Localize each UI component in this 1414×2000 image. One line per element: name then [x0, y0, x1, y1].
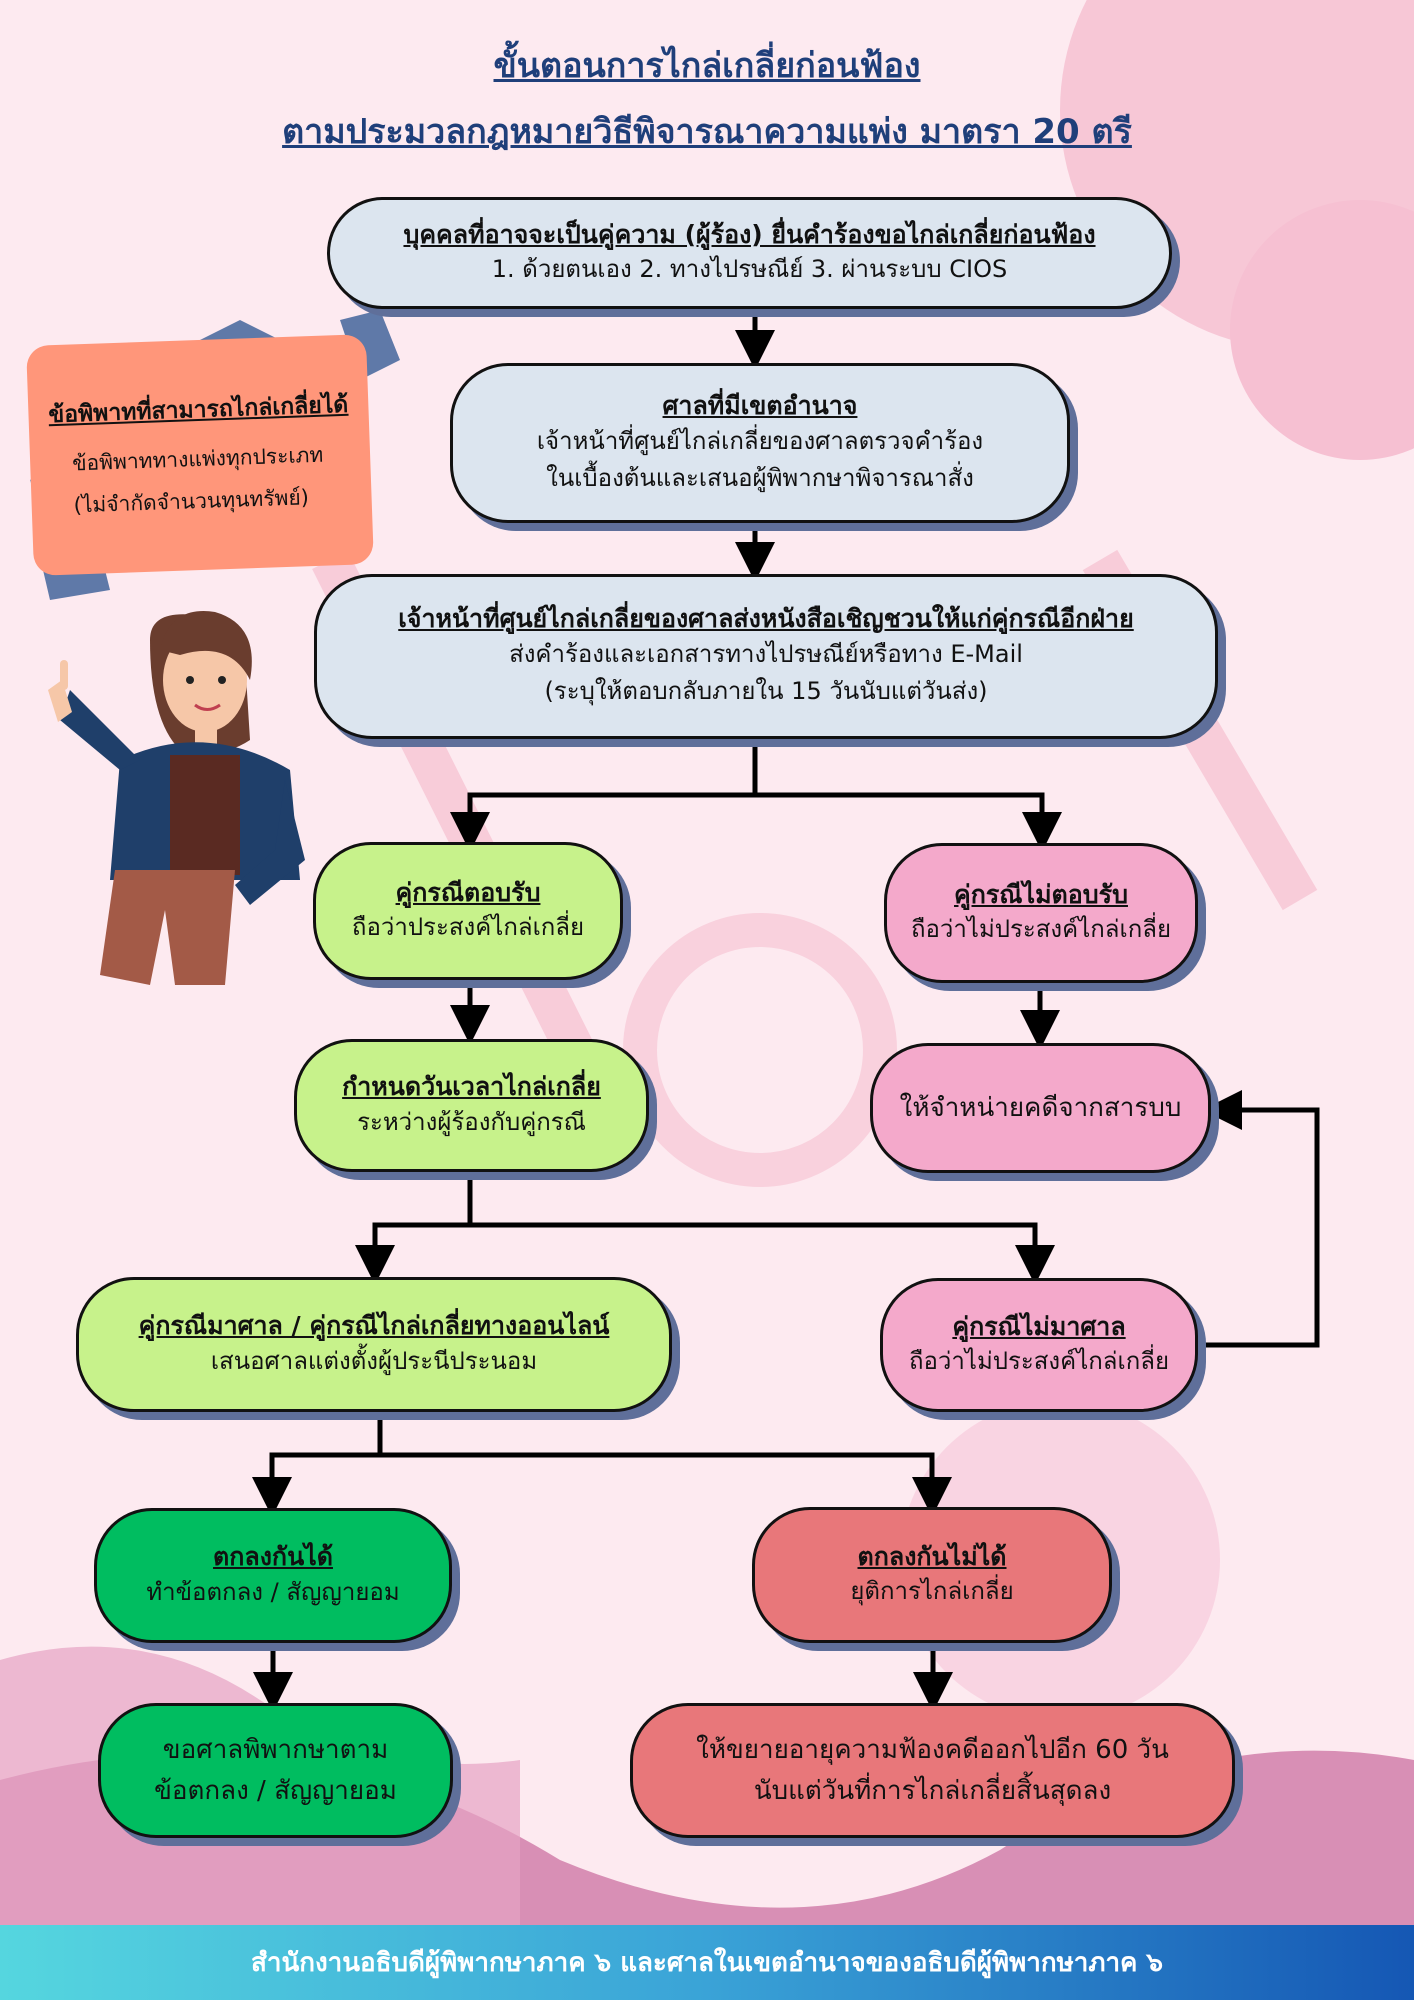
node-request-judgment: ขอศาลพิพากษาตาม ข้อตกลง / สัญญายอม [98, 1703, 453, 1838]
node-agreement-reached-text: ทำข้อตกลง / สัญญายอม [146, 1577, 400, 1606]
node-extend-limitation-text-1: ให้ขยายอายุความฟ้องคดีออกไปอีก 60 วัน [696, 1735, 1169, 1766]
node-strike-case-text: ให้จำหน่ายคดีจากสารบบ [899, 1092, 1182, 1123]
title-line-1: ขั้นตอนการไกล่เกลี่ยก่อนฟ้อง [493, 46, 921, 86]
node-send-invitation-text-2: (ระบุให้ตอบกลับภายใน 15 วันนับแต่วันส่ง) [544, 677, 988, 706]
node-party-accepts: คู่กรณีตอบรับ ถือว่าประสงค์ไกล่เกลี่ย [313, 842, 623, 980]
node-competent-court: ศาลที่มีเขตอำนาจ เจ้าหน้าที่ศูนย์ไกล่เกล… [450, 363, 1070, 523]
node-strike-case: ให้จำหน่ายคดีจากสารบบ [870, 1043, 1211, 1173]
node-no-agreement: ตกลงกันไม่ได้ ยุติการไกล่เกลี่ย [752, 1507, 1112, 1643]
node-party-absent-text: ถือว่าไม่ประสงค์ไกล่เกลี่ย [908, 1347, 1170, 1376]
node-party-attends-heading: คู่กรณีมาศาล / คู่กรณีไกล่เกลี่ยทางออนไล… [138, 1311, 610, 1341]
node-schedule-mediation: กำหนดวันเวลาไกล่เกลี่ย ระหว่างผู้ร้องกับ… [294, 1039, 649, 1172]
title-line-2: ตามประมวลกฎหมายวิธีพิจารณาความแพ่ง มาตรา… [282, 112, 1132, 152]
node-send-invitation-text-1: ส่งคำร้องและเอกสารทางไปรษณีย์หรือทาง E-M… [509, 640, 1023, 669]
node-competent-court-text-2: ในเบื้องต้นและเสนอผู้พิพากษาพิจารณาสั่ง [546, 463, 974, 492]
node-send-invitation: เจ้าหน้าที่ศูนย์ไกล่เกลี่ยของศาลส่งหนังส… [314, 574, 1218, 739]
node-send-invitation-heading: เจ้าหน้าที่ศูนย์ไกล่เกลี่ยของศาลส่งหนังส… [398, 604, 1134, 634]
node-schedule-mediation-text: ระหว่างผู้ร้องกับคู่กรณี [357, 1107, 586, 1136]
node-submit-request-heading: บุคคลที่อาจจะเป็นคู่ความ (ผู้ร้อง) ยื่นค… [403, 219, 1096, 249]
node-party-absent: คู่กรณีไม่มาศาล ถือว่าไม่ประสงค์ไกล่เกลี… [880, 1278, 1198, 1412]
node-submit-request-text: 1. ด้วยตนเอง 2. ทางไปรษณีย์ 3. ผ่านระบบ … [491, 255, 1008, 284]
node-request-judgment-text-2: ข้อตกลง / สัญญายอม [154, 1775, 397, 1806]
node-party-absent-heading: คู่กรณีไม่มาศาล [952, 1311, 1126, 1341]
node-party-declines-text: ถือว่าไม่ประสงค์ไกล่เกลี่ย [910, 915, 1172, 944]
node-schedule-mediation-heading: กำหนดวันเวลาไกล่เกลี่ย [342, 1072, 601, 1102]
node-party-attends-text: เสนอศาลแต่งตั้งผู้ประนีประนอม [210, 1346, 538, 1375]
node-party-attends: คู่กรณีมาศาล / คู่กรณีไกล่เกลี่ยทางออนไล… [76, 1277, 672, 1412]
node-no-agreement-heading: ตกลงกันไม่ได้ [857, 1541, 1007, 1571]
node-agreement-reached: ตกลงกันได้ ทำข้อตกลง / สัญญายอม [94, 1508, 452, 1643]
node-party-accepts-text: ถือว่าประสงค์ไกล่เกลี่ย [351, 913, 585, 942]
node-agreement-reached-heading: ตกลงกันได้ [213, 1542, 333, 1572]
node-extend-limitation-text-2: นับแต่วันที่การไกล่เกลี่ยสิ้นสุดลง [753, 1775, 1112, 1806]
footer-banner: สำนักงานอธิบดีผู้พิพากษาภาค ๖ และศาลในเข… [0, 1925, 1414, 2000]
node-party-accepts-heading: คู่กรณีตอบรับ [395, 877, 541, 907]
node-no-agreement-text: ยุติการไกล่เกลี่ย [850, 1577, 1014, 1606]
node-submit-request: บุคคลที่อาจจะเป็นคู่ความ (ผู้ร้อง) ยื่นค… [327, 197, 1172, 309]
node-party-declines: คู่กรณีไม่ตอบรับ ถือว่าไม่ประสงค์ไกล่เกล… [884, 843, 1198, 983]
node-extend-limitation: ให้ขยายอายุความฟ้องคดีออกไปอีก 60 วัน นั… [630, 1703, 1235, 1838]
node-competent-court-heading: ศาลที่มีเขตอำนาจ [662, 390, 858, 420]
node-request-judgment-text-1: ขอศาลพิพากษาตาม [162, 1735, 389, 1766]
node-competent-court-text-1: เจ้าหน้าที่ศูนย์ไกล่เกลี่ยของศาลตรวจคำร้… [536, 426, 984, 455]
node-party-declines-heading: คู่กรณีไม่ตอบรับ [954, 879, 1128, 909]
